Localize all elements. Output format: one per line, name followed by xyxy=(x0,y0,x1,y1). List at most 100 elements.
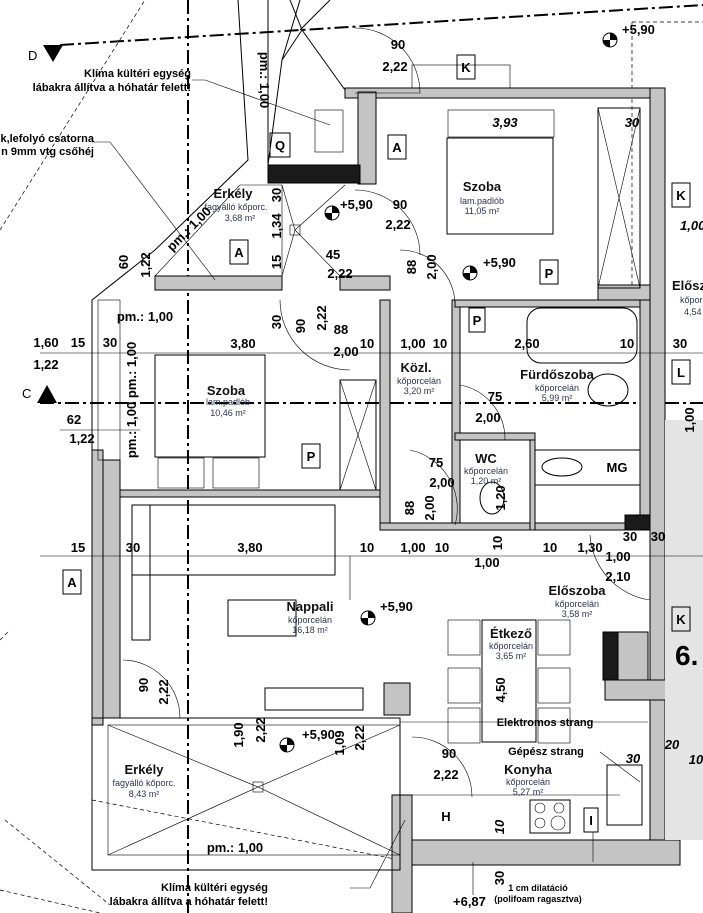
svg-text:kőporcelán: kőporcelán xyxy=(506,777,550,787)
notes: Klíma kültéri egység lábakra állítva a h… xyxy=(0,68,648,908)
tag-k: K xyxy=(676,612,686,627)
dim-label: 30 xyxy=(126,540,140,555)
dim-label: 2,00 xyxy=(422,495,437,520)
svg-text:Étkező: Étkező xyxy=(490,626,532,641)
svg-text:Fürdőszoba: Fürdőszoba xyxy=(520,367,594,382)
svg-text:Konyha: Konyha xyxy=(504,762,552,777)
roof-lines xyxy=(91,0,346,725)
dim-label: 1,22 xyxy=(33,357,58,372)
tag-p: P xyxy=(545,266,554,281)
dimension-lines xyxy=(40,352,703,600)
section-marker-c-icon xyxy=(37,385,57,403)
dim-label: pm.: 1,00 xyxy=(207,840,263,855)
svg-text:Szoba: Szoba xyxy=(463,179,502,194)
svg-text:Erkély: Erkély xyxy=(213,186,253,201)
outlines xyxy=(91,109,401,871)
dim-label: 2,00 xyxy=(429,475,454,490)
dim-label: 2,22 xyxy=(253,717,268,742)
section-marker-d-icon xyxy=(43,45,63,62)
bed-headboard xyxy=(447,109,555,138)
dim-label: 10 xyxy=(620,336,634,351)
svg-text:11,05 m²: 11,05 m² xyxy=(465,206,500,216)
svg-text:10,46 m²: 10,46 m² xyxy=(210,408,246,418)
dim-label: 10 xyxy=(543,540,557,555)
svg-text:kőporcelán: kőporcelán xyxy=(489,641,533,651)
level-marker-icon xyxy=(324,205,340,221)
level-label: +6,87 xyxy=(453,894,486,909)
dim-label: 10 xyxy=(492,819,507,834)
sofa xyxy=(131,504,336,576)
svg-text:lam.padlób: lam.padlób xyxy=(206,397,250,407)
note-gutter-line1: k,lefolyó csatorna xyxy=(0,133,94,145)
dim-label: 88 xyxy=(334,322,348,337)
dim-label: 2,22 xyxy=(385,217,410,232)
dim-label: 2,60 xyxy=(514,336,539,351)
sink xyxy=(541,457,583,477)
dim-label: 90 xyxy=(391,37,405,52)
tag-h: H xyxy=(441,809,450,824)
dim-label: 1,34 xyxy=(269,213,284,239)
tag-a: A xyxy=(67,575,77,590)
dim-label: 30 xyxy=(625,115,640,130)
dim-label: 10 xyxy=(435,540,449,555)
dim-label: 2,22 xyxy=(382,59,407,74)
level-label: +5,90 xyxy=(340,197,373,212)
svg-text:WC: WC xyxy=(475,451,497,466)
dim-label: 2,22 xyxy=(156,679,171,704)
dim-label: 30 xyxy=(492,871,507,885)
dim-label: 3,93 xyxy=(492,115,518,130)
dim-label: 88 xyxy=(404,260,419,274)
dim-label: pm.: 1,00 xyxy=(117,309,173,324)
dim-label: 2,00 xyxy=(333,344,358,359)
doors xyxy=(122,27,651,798)
dim-label: 1,22 xyxy=(138,252,153,277)
dim-label: 10 xyxy=(689,752,703,767)
dim-label: 1,00 xyxy=(605,549,630,564)
walls xyxy=(91,87,703,913)
dim-label: 62 xyxy=(67,412,81,427)
dim-label: 1,22 xyxy=(69,431,94,446)
svg-text:3,68 m²: 3,68 m² xyxy=(225,213,256,223)
dim-label: 75 xyxy=(488,389,502,404)
dim-label: 30 xyxy=(651,529,665,544)
dim-label: 30 xyxy=(673,336,687,351)
svg-text:kőporcelán: kőporcelán xyxy=(464,466,508,476)
level-label: +5,90 xyxy=(483,255,516,270)
svg-text:3,65 m²: 3,65 m² xyxy=(496,651,527,661)
tag-p: P xyxy=(473,313,482,328)
dim-label: 30 xyxy=(269,188,284,202)
level-label: +5,90 xyxy=(380,599,413,614)
dim-label: 1,00 xyxy=(400,336,425,351)
svg-text:5,27 m²: 5,27 m² xyxy=(513,787,544,797)
dim-label: 75 xyxy=(429,455,443,470)
tag-mg: MG xyxy=(607,460,628,475)
svg-text:Erkély: Erkély xyxy=(124,762,164,777)
dim-label: 2,22 xyxy=(314,305,329,330)
dim-label: 60 xyxy=(116,255,131,269)
dim-label: 1,90 xyxy=(231,722,246,747)
tags: K A Q A K P P L P MG A K H I 6. xyxy=(62,54,698,833)
level-label: +5,90 xyxy=(622,22,655,37)
note-dilatacio-line1: 1 cm dilatáció xyxy=(508,883,568,893)
section-label-c: C xyxy=(22,386,31,401)
svg-text:Közl.: Közl. xyxy=(400,360,431,375)
dim-label: 30 xyxy=(623,529,637,544)
dim-label: 90 xyxy=(393,197,407,212)
note-gutter-line2: n 9mm vtg csőhéj xyxy=(1,146,94,158)
note-gepesz-strang: Gépész strang xyxy=(508,746,584,758)
coffee-table xyxy=(227,599,297,637)
dim-label: 45 xyxy=(326,247,340,262)
dim-label: 2,22 xyxy=(433,767,458,782)
svg-text:1,20 m²: 1,20 m² xyxy=(471,476,502,486)
dim-label: 90 xyxy=(293,319,308,333)
